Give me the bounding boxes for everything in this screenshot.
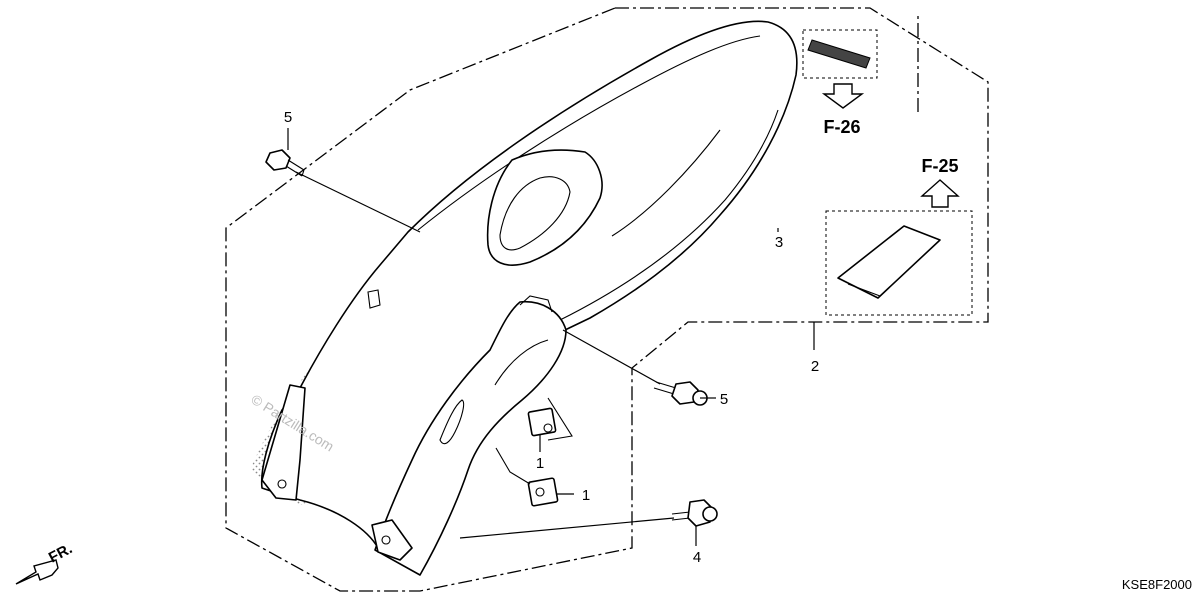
callout-4: 4 — [693, 549, 701, 566]
diagram-code: KSE8F2000 — [1122, 577, 1192, 592]
speed-nut-upper — [527, 407, 557, 437]
front-direction-arrow-icon — [15, 559, 59, 585]
fender-highlight-1 — [611, 129, 721, 237]
emblem-decal — [807, 39, 871, 69]
callout-3: 3 — [775, 234, 783, 251]
nut-guide-upper — [547, 397, 573, 441]
bolt-4 — [671, 499, 718, 527]
callout-5-top: 5 — [284, 109, 292, 126]
callout-5-right: 5 — [720, 391, 728, 408]
arrow-down-icon — [821, 83, 865, 109]
label-sheet-line — [847, 283, 881, 297]
label-kit-box — [825, 210, 973, 316]
splash-guard-slot — [439, 399, 465, 445]
fender-seat-recess — [486, 149, 603, 266]
fender-seat-recess-inner — [499, 176, 571, 251]
speed-nut-lower — [527, 477, 559, 507]
fender-ridge-line — [417, 35, 761, 231]
align-line-5-right — [562, 329, 661, 385]
callout-1-upper: 1 — [536, 455, 544, 472]
inner-splash-guard — [374, 301, 567, 576]
callout-1-lower: 1 — [582, 487, 590, 504]
emblem-decal-box — [802, 29, 878, 79]
label-sheet — [837, 225, 941, 299]
reference-f26: F-26 — [823, 117, 860, 137]
assembly-3-boundary — [225, 7, 989, 592]
rear-mount-tab — [371, 519, 413, 561]
fender-highlight-2 — [519, 295, 553, 313]
rear-mount-hole — [381, 535, 391, 545]
bolt-5-top — [265, 149, 305, 177]
left-side-bracket — [261, 384, 306, 501]
callout-2: 2 — [811, 358, 819, 375]
left-bracket-tab — [367, 289, 381, 309]
reference-f25: F-25 — [921, 156, 958, 176]
left-bracket-hole — [277, 479, 287, 489]
fender-side-line — [559, 109, 779, 321]
arrow-up-icon — [920, 179, 960, 208]
align-line-5-top — [295, 171, 421, 233]
bolt-5-right — [653, 381, 708, 406]
splash-guard-fold — [494, 339, 549, 386]
align-line-4 — [459, 517, 675, 539]
nut-guide-lower — [495, 447, 531, 485]
